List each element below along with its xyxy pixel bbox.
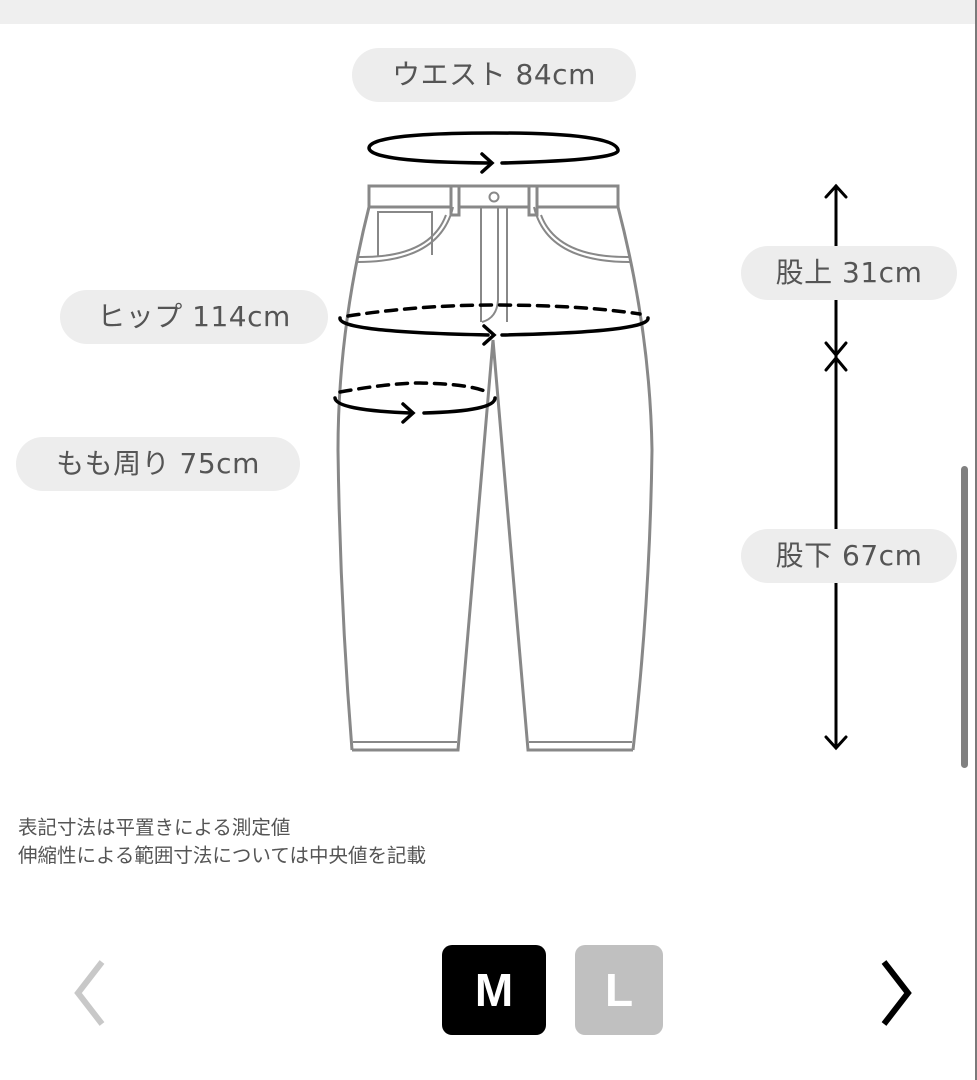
thigh-label: もも周り 75cm (16, 437, 300, 491)
hip-measure-icon (338, 303, 650, 346)
top-bar (0, 0, 977, 24)
hip-label: ヒップ 114cm (60, 290, 328, 344)
waist-label: ウエスト 84cm (352, 48, 636, 102)
size-l-button[interactable]: L (575, 945, 663, 1035)
note-line-1: 表記寸法は平置きによる測定値 (18, 816, 291, 839)
prev-size-button[interactable] (68, 958, 118, 1028)
chevron-right-icon (881, 960, 912, 1026)
rise-label: 股上 31cm (741, 246, 957, 300)
chevron-left-icon (74, 960, 105, 1026)
next-size-button[interactable] (872, 958, 922, 1028)
size-m-button[interactable]: M (442, 945, 546, 1035)
thigh-measure-icon (333, 381, 497, 424)
scrollbar[interactable] (961, 466, 968, 768)
right-border (975, 0, 977, 1080)
measurement-notes: 表記寸法は平置きによる測定値 伸縮性による範囲寸法については中央値を記載 (18, 814, 426, 870)
waist-measure-icon (367, 131, 620, 174)
note-line-2: 伸縮性による範囲寸法については中央値を記載 (18, 844, 426, 867)
pants-diagram (333, 131, 848, 752)
inseam-label: 股下 67cm (741, 529, 957, 583)
pants-outline (336, 184, 654, 752)
